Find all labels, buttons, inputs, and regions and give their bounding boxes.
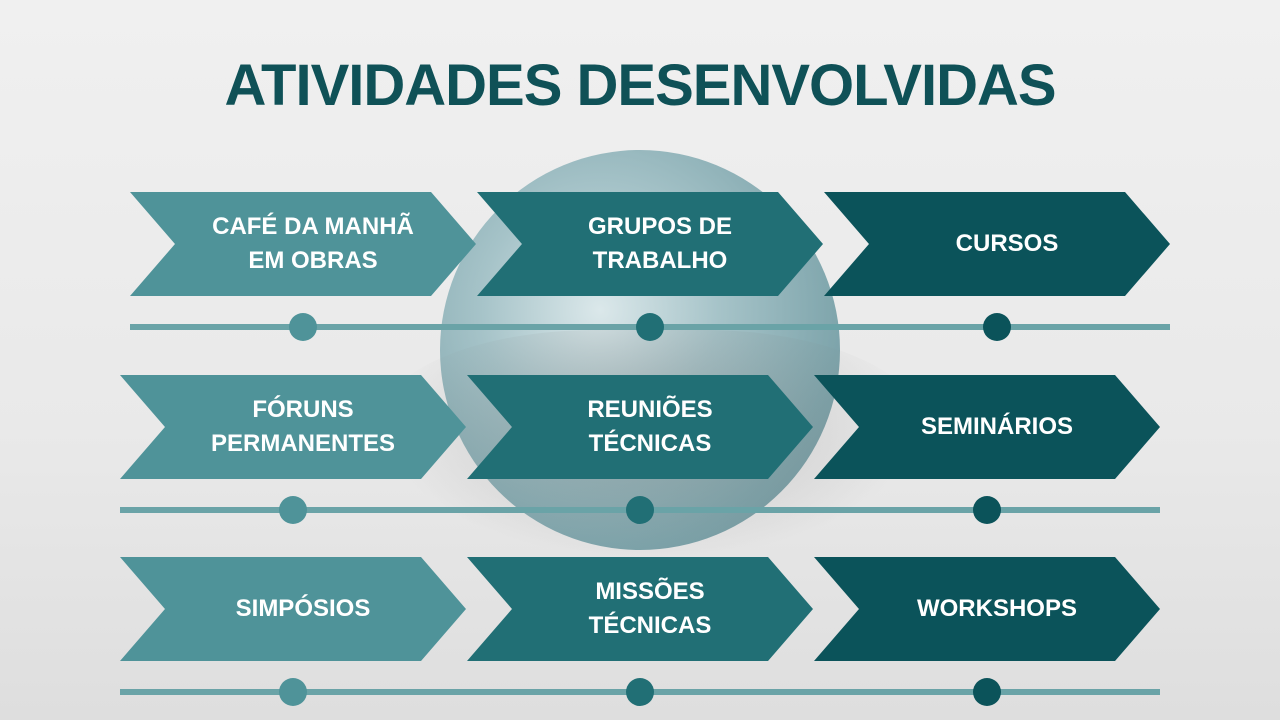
timeline-dot <box>973 496 1001 524</box>
activity-label: CAFÉ DA MANHÃ EM OBRAS <box>212 213 414 274</box>
timeline-dot <box>279 496 307 524</box>
activity-label: MISSÕES TÉCNICAS <box>588 578 712 639</box>
activity-chevron: SEMINÁRIOS <box>814 375 1160 479</box>
timeline-dot <box>626 678 654 706</box>
activity-label: SIMPÓSIOS <box>235 595 371 622</box>
activity-chevron: WORKSHOPS <box>814 557 1160 661</box>
activity-chevron: FÓRUNS PERMANENTES <box>120 375 466 479</box>
activity-label: WORKSHOPS <box>916 595 1077 622</box>
activity-label: CURSOS <box>955 230 1059 257</box>
activity-label: GRUPOS DE TRABALHO <box>587 213 733 274</box>
timeline-dot <box>279 678 307 706</box>
activity-chevron: MISSÕES TÉCNICAS <box>467 557 813 661</box>
activity-chevron: SIMPÓSIOS <box>120 557 466 661</box>
activity-chevron: REUNIÕES TÉCNICAS <box>467 375 813 479</box>
slide-title: ATIVIDADES DESENVOLVIDAS <box>224 53 1056 118</box>
activity-chevron: GRUPOS DE TRABALHO <box>477 192 823 296</box>
activity-label: SEMINÁRIOS <box>920 413 1073 440</box>
timeline-dot <box>983 313 1011 341</box>
timeline-dot <box>626 496 654 524</box>
timeline-dot <box>636 313 664 341</box>
activity-chevron: CURSOS <box>824 192 1170 296</box>
activity-label: REUNIÕES TÉCNICAS <box>587 396 713 457</box>
timeline-dot <box>289 313 317 341</box>
activity-chevron: CAFÉ DA MANHÃ EM OBRAS <box>130 192 476 296</box>
timeline-dot <box>973 678 1001 706</box>
activity-label: FÓRUNS PERMANENTES <box>210 396 396 457</box>
